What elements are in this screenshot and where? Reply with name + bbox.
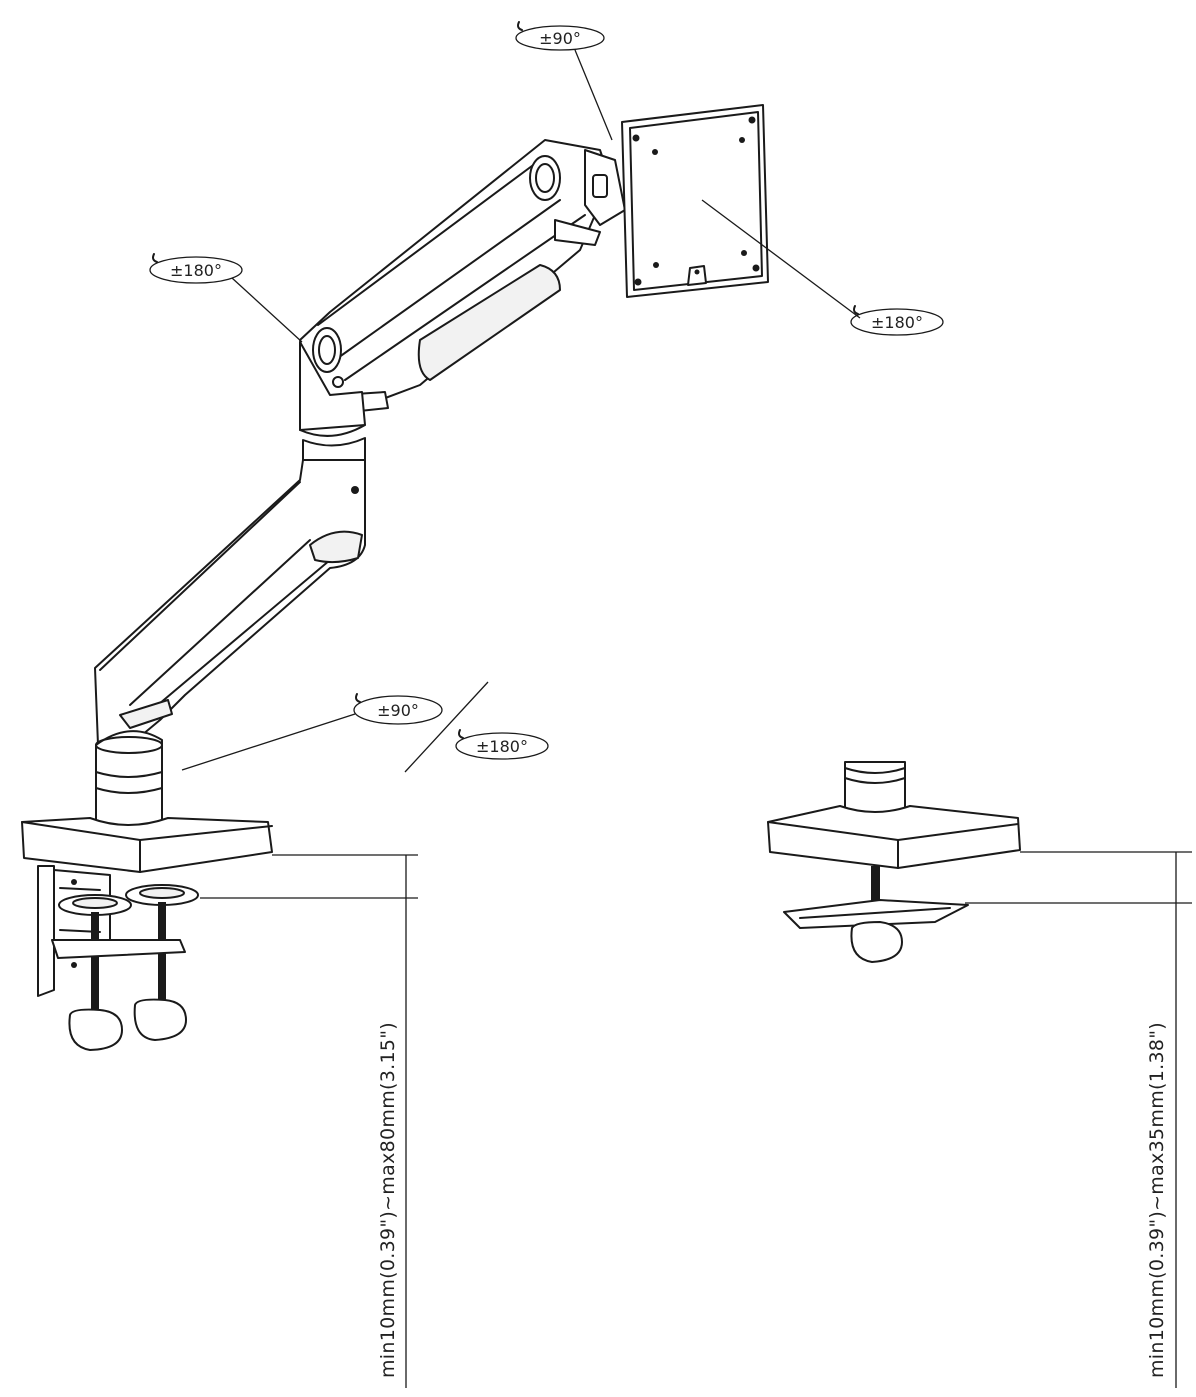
grommet-thickness-label: min10mm(0.39")~max35mm(1.38"): [1146, 1022, 1168, 1378]
tilt-joint: [584, 149, 626, 226]
grommet-mount: [767, 761, 1021, 963]
badge-lower-arm-joint: ±180°: [149, 253, 243, 284]
elbow-joint: [299, 341, 366, 467]
label-lower-arm-joint: ±180°: [170, 261, 222, 280]
upper-arm: [299, 139, 611, 413]
label-top-tilt: ±90°: [539, 29, 581, 48]
clamp-screws: [51, 884, 199, 1051]
clamp-thickness-label: min10mm(0.39")~max80mm(3.15"): [377, 1022, 399, 1378]
label-base-swivel: ±180°: [476, 737, 528, 756]
clamp-pole: [95, 730, 163, 827]
badge-top-tilt: ±90°: [515, 21, 605, 51]
leader-lines: [181, 49, 861, 773]
vesa-plate: [621, 104, 769, 298]
label-base-rotation: ±90°: [377, 701, 419, 720]
clamp-dimension-lines: [200, 854, 418, 1388]
lower-arm: [94, 459, 366, 746]
badge-base-swivel: ±180°: [455, 729, 549, 760]
grommet-dimension-lines: [965, 851, 1192, 1388]
badge-vesa-swivel: ±180°: [850, 305, 944, 336]
badge-base-rotation: ±90°: [353, 693, 443, 725]
label-vesa-swivel: ±180°: [871, 313, 923, 332]
